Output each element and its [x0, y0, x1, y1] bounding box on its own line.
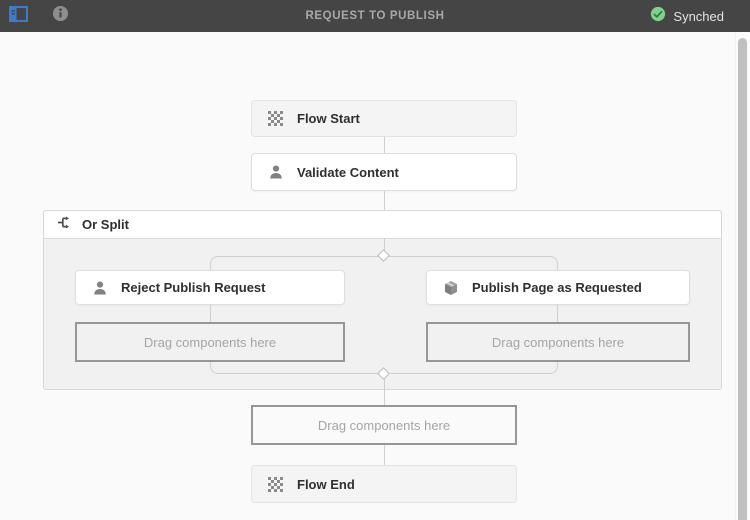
dropzone-label: Drag components here — [317, 417, 451, 433]
node-publish-page-as-requested[interactable]: Publish Page as Requested — [426, 270, 690, 305]
node-flow-end[interactable]: Flow End — [251, 465, 517, 503]
vertical-scrollbar-thumb[interactable] — [738, 38, 747, 520]
process-package-icon — [442, 280, 459, 296]
sync-status-label: Synched — [673, 8, 724, 24]
info-icon — [52, 5, 69, 27]
dropzone-split-branch-left[interactable]: Drag components here — [75, 322, 345, 362]
dropzone-split-branch-right[interactable]: Drag components here — [426, 322, 690, 362]
node-validate-content[interactable]: Validate Content — [251, 153, 517, 191]
split-fork-icon — [57, 215, 72, 235]
participant-user-icon — [91, 280, 108, 296]
node-label: Validate Content — [297, 164, 399, 180]
dropzone-label: Drag components here — [143, 334, 277, 350]
top-toolbar: REQUEST TO PUBLISH Synched — [0, 0, 750, 32]
node-label: Flow End — [297, 476, 355, 492]
side-panel-toggle-button[interactable] — [2, 0, 34, 32]
connector-line — [384, 379, 385, 405]
connector-line — [384, 238, 385, 252]
connector-line — [384, 137, 385, 153]
workflow-title: REQUEST TO PUBLISH — [305, 10, 445, 22]
node-label: Reject Publish Request — [121, 280, 266, 295]
sync-status: Synched — [650, 0, 724, 32]
dropzone-after-split[interactable]: Drag components here — [251, 405, 517, 445]
node-label: Or Split — [82, 217, 129, 232]
flow-terminator-icon — [267, 111, 284, 126]
dropzone-label: Drag components here — [491, 334, 625, 350]
participant-user-icon — [267, 164, 284, 180]
flow-terminator-icon — [267, 476, 284, 492]
workflow-canvas: Flow Start Validate Content Or Split — [0, 32, 750, 520]
vertical-scrollbar-track[interactable] — [735, 32, 750, 520]
node-label: Flow Start — [297, 111, 360, 126]
node-label: Publish Page as Requested — [472, 280, 642, 295]
connector-line — [384, 445, 385, 465]
side-panel-icon — [8, 5, 28, 27]
connector-line — [384, 191, 385, 210]
synced-check-icon — [650, 6, 666, 27]
node-flow-start[interactable]: Flow Start — [251, 100, 517, 137]
node-or-split-header[interactable]: Or Split — [44, 211, 721, 239]
info-button[interactable] — [44, 0, 76, 32]
node-reject-publish-request[interactable]: Reject Publish Request — [75, 270, 345, 305]
